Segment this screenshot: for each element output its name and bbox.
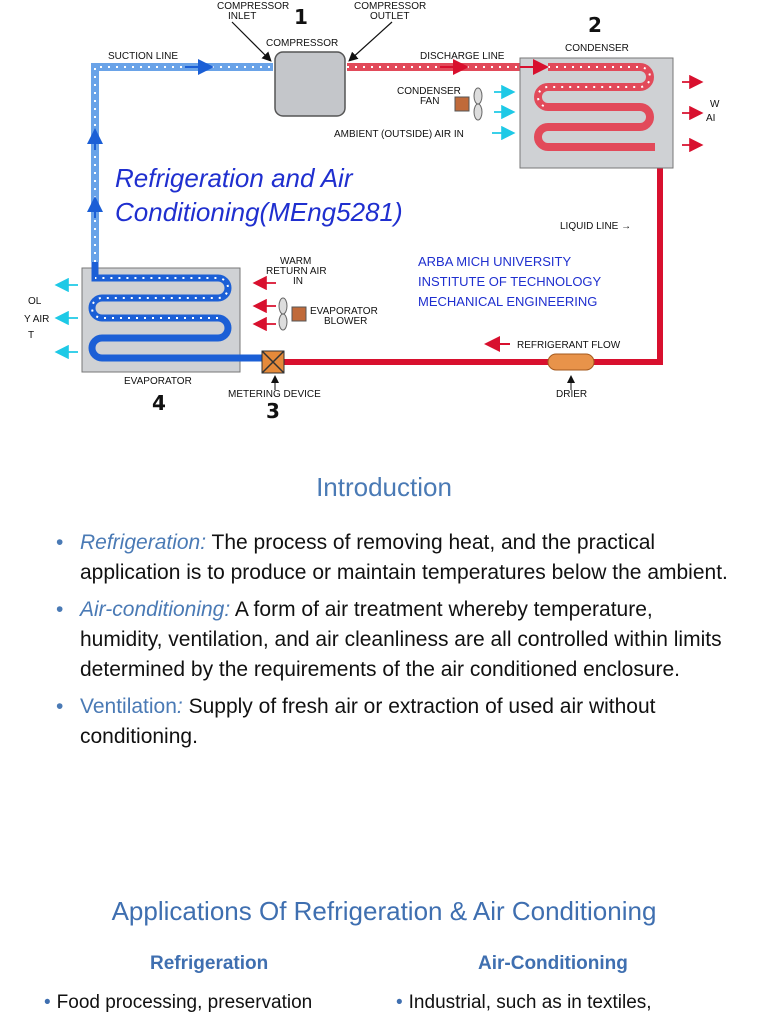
course-title-line2: Conditioning(MEng5281) xyxy=(115,197,403,227)
refrigeration-column-heading: Refrigeration xyxy=(150,953,269,974)
definition-text: A form of air treatment whereby temperat… xyxy=(80,598,722,681)
label-condenser-fan-1: CONDENSER xyxy=(397,86,461,97)
definition-term: Air-conditioning: xyxy=(80,598,231,621)
definition-term-colon: : xyxy=(176,695,183,718)
label-left-cut-1: OL xyxy=(28,296,42,307)
introduction-heading: Introduction xyxy=(316,472,452,502)
definitions-list: • Refrigeration: The process of removing … xyxy=(56,528,736,759)
definition-term: Ventilation xyxy=(80,695,177,718)
air-conditioning-application-text: Industrial, such as in textiles, xyxy=(408,992,652,1013)
air-flow-arrows xyxy=(54,84,516,360)
label-drier: DRIER xyxy=(556,389,587,400)
label-metering-device: METERING DEVICE xyxy=(228,389,321,400)
label-evaporator-blower-1: EVAPORATOR xyxy=(310,306,378,317)
bullet-icon: • xyxy=(44,992,51,1013)
label-compressor-inlet-2: INLET xyxy=(228,11,256,22)
label-left-cut-3: T xyxy=(28,330,34,341)
bullet-icon: • xyxy=(396,992,403,1013)
label-condenser: CONDENSER xyxy=(565,43,629,54)
label-warm-return-air-1: WARM xyxy=(280,256,311,267)
bullet-icon: • xyxy=(56,531,64,554)
label-liquid-line: LIQUID LINE → xyxy=(560,221,631,232)
label-right-cut-2: AI xyxy=(706,113,715,124)
label-compressor-inlet-1: COMPRESSOR xyxy=(217,1,289,12)
drier-shape xyxy=(547,353,595,371)
label-ambient-air: AMBIENT (OUTSIDE) AIR IN xyxy=(334,129,464,140)
label-compressor-outlet-2: OUTLET xyxy=(370,11,409,22)
list-item: • Refrigeration: The process of removing … xyxy=(56,528,736,588)
label-compressor-outlet-1: COMPRESSOR xyxy=(354,1,426,12)
label-right-cut-1: W xyxy=(710,99,720,110)
label-number-1: 1 xyxy=(294,5,308,29)
bullet-icon: • xyxy=(56,598,64,621)
refrigeration-application-item: •Food processing, preservation xyxy=(44,990,384,1016)
label-warm-return-air-2: RETURN AIR xyxy=(266,266,327,277)
label-discharge-line: DISCHARGE LINE xyxy=(420,51,505,62)
definition-text: Supply of fresh air or extraction of use… xyxy=(80,695,656,748)
label-number-2: 2 xyxy=(588,13,602,37)
list-item: • Ventilation: Supply of fresh air or ext… xyxy=(56,692,736,752)
label-condenser-fan-2: FAN xyxy=(420,96,439,107)
list-item: • Air-conditioning: A form of air treatme… xyxy=(56,595,736,685)
university-name: ARBA MICH UNIVERSITY xyxy=(418,254,572,269)
evaporator-coil xyxy=(88,262,270,362)
air-conditioning-column-heading: Air-Conditioning xyxy=(478,953,628,974)
bullet-icon: • xyxy=(56,695,64,718)
label-evaporator-blower-2: BLOWER xyxy=(324,316,367,327)
heat-flow-arrows xyxy=(252,74,704,332)
university-block: ARBA MICH UNIVERSITY INSTITUTE OF TECHNO… xyxy=(418,252,601,312)
evaporator-blower-icon xyxy=(278,297,307,331)
applications-heading: Applications Of Refrigeration & Air Cond… xyxy=(111,896,657,926)
condenser-coil xyxy=(534,63,655,151)
label-number-3: 3 xyxy=(266,399,280,423)
label-evaporator: EVAPORATOR xyxy=(124,376,192,387)
air-conditioning-application-item: •Industrial, such as in textiles, xyxy=(396,990,736,1016)
label-suction-line: SUCTION LINE xyxy=(108,51,178,62)
condenser-fan-icon xyxy=(454,87,483,121)
compressor-shape xyxy=(274,51,346,117)
refrigeration-cycle-diagram: COMPRESSOR INLET COMPRESSOR OUTLET 1 COM… xyxy=(24,1,720,423)
institute-name: INSTITUTE OF TECHNOLOGY xyxy=(418,274,602,289)
label-number-4: 4 xyxy=(152,391,166,415)
refrigeration-application-text: Food processing, preservation xyxy=(56,992,313,1013)
label-refrigerant-flow: REFRIGERANT FLOW xyxy=(517,340,621,351)
course-title: Refrigeration and Air Conditioning(MEng5… xyxy=(115,161,403,229)
label-warm-return-air-3: IN xyxy=(293,276,303,287)
label-left-cut-2: Y AIR xyxy=(24,314,49,325)
department-name: MECHANICAL ENGINEERING xyxy=(418,294,598,309)
definition-text: The process of removing heat, and the pr… xyxy=(80,531,728,584)
label-compressor: COMPRESSOR xyxy=(266,38,338,49)
definition-term: Refrigeration: xyxy=(80,531,207,554)
course-title-line1: Refrigeration and Air xyxy=(115,163,353,193)
